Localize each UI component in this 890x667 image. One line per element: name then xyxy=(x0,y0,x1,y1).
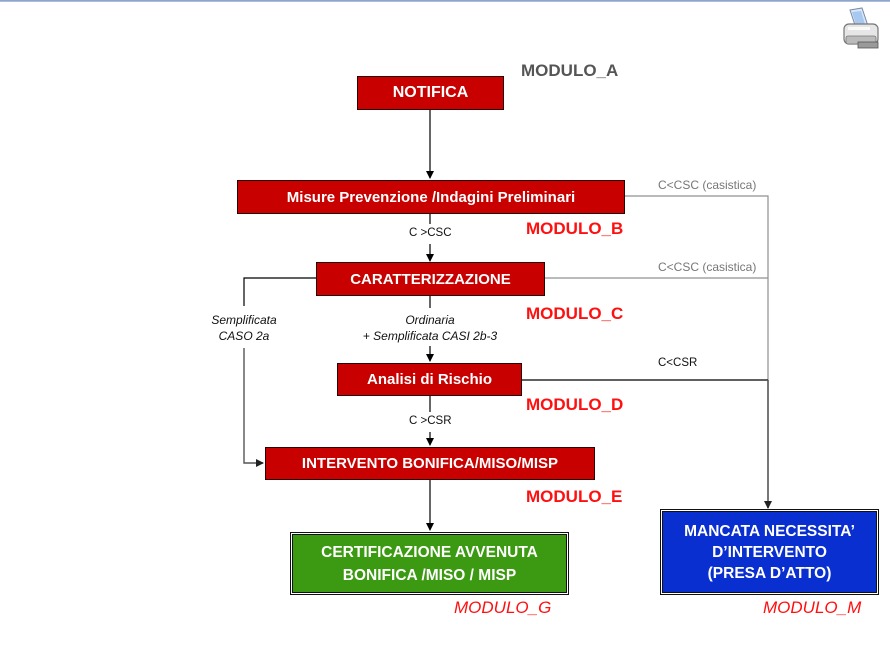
edge-label-ordinaria-line1: Ordinaria xyxy=(405,313,455,327)
edge-misure-mancata xyxy=(625,195,769,380)
edge-label-semplificata-line2: CASO 2a xyxy=(218,329,270,343)
edge-label-ordinaria: Ordinaria + Semplificata CASI 2b-3 xyxy=(350,312,510,344)
node-notifica[interactable]: NOTIFICA xyxy=(357,76,504,110)
node-intervento-label: INTERVENTO BONIFICA/MISO/MISP xyxy=(301,455,559,472)
module-label-b: MODULO_B xyxy=(526,219,624,238)
top-border xyxy=(0,0,890,2)
edge-label-semplificata-line1: Semplificata xyxy=(211,313,277,327)
edge-caratterizzazione-left xyxy=(243,277,316,306)
node-mancata-line1: MANCATA NECESSITA’ xyxy=(684,522,855,540)
node-mancata-line3: (PRESA D’ATTO) xyxy=(707,564,832,582)
edge-label-c-to-m: C<CSC (casistica) xyxy=(658,260,757,274)
node-misure-prevenzione[interactable]: Misure Prevenzione /Indagini Preliminari xyxy=(237,180,625,214)
node-misure-label: Misure Prevenzione /Indagini Preliminari xyxy=(286,188,576,206)
node-mancata-necessita[interactable]: MANCATA NECESSITA’ D’INTERVENTO (PRESA D… xyxy=(660,509,879,595)
module-label-a: MODULO_A xyxy=(521,61,619,80)
module-label-m: MODULO_M xyxy=(763,598,862,617)
edge-semplificata-intervento xyxy=(243,348,264,467)
module-label-g: MODULO_G xyxy=(454,598,552,617)
node-mancata-line2: D’INTERVENTO xyxy=(712,543,827,561)
module-label-e: MODULO_E xyxy=(526,487,623,506)
node-certificazione-line2: BONIFICA /MISO / MISP xyxy=(342,566,517,584)
node-intervento-bonifica[interactable]: INTERVENTO BONIFICA/MISO/MISP xyxy=(265,447,595,480)
edge-label-b-to-c: C >CSC xyxy=(409,227,452,239)
edge-label-b-to-m: C<CSC (casistica) xyxy=(658,178,757,192)
edge-label-d-to-e: C >CSR xyxy=(409,415,452,427)
node-analisi-label: Analisi di Rischio xyxy=(366,371,493,388)
module-label-d: MODULO_D xyxy=(526,395,624,414)
node-certificazione[interactable]: CERTIFICAZIONE AVVENUTA BONIFICA /MISO /… xyxy=(290,532,569,595)
node-analisi-rischio[interactable]: Analisi di Rischio xyxy=(337,363,522,396)
edge-label-semplificata: Semplificata CASO 2a xyxy=(196,312,292,344)
node-caratterizzazione[interactable]: CARATTERIZZAZIONE xyxy=(316,262,545,296)
printer-icon[interactable] xyxy=(838,6,884,52)
module-label-c: MODULO_C xyxy=(526,304,624,323)
edge-label-d-to-m: C<CSR xyxy=(658,357,698,369)
edge-label-ordinaria-line2: + Semplificata CASI 2b-3 xyxy=(362,329,498,343)
node-certificazione-line1: CERTIFICAZIONE AVVENUTA xyxy=(321,543,538,561)
node-notifica-label: NOTIFICA xyxy=(392,84,469,101)
node-caratterizzazione-label: CARATTERIZZAZIONE xyxy=(350,270,511,288)
